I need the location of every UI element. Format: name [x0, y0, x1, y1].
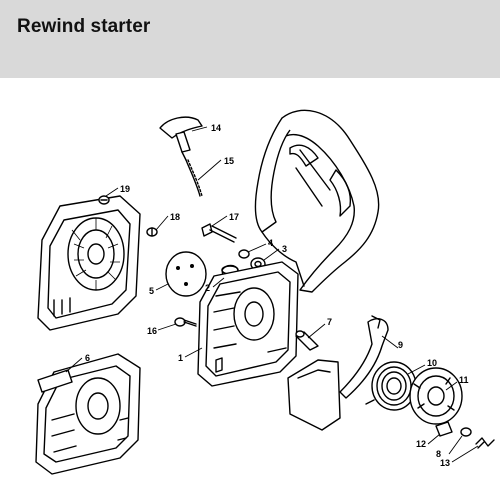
callout-10: 10	[427, 358, 437, 368]
washer-8	[460, 427, 472, 437]
callout-19: 19	[120, 184, 130, 194]
page-header: Rewind starter	[0, 0, 500, 78]
callout-14: 14	[211, 123, 221, 133]
rewind-spring-10	[365, 361, 417, 411]
fan-housing	[37, 195, 141, 331]
callout-17: 17	[229, 212, 239, 222]
screw-16	[174, 317, 197, 327]
screw-18	[146, 227, 158, 237]
callout-2: 2	[205, 283, 210, 293]
spring-clip-13	[475, 437, 495, 449]
callout-13: 13	[440, 458, 450, 468]
callout-8: 8	[436, 449, 441, 459]
hand-guard	[254, 109, 380, 293]
callout-3: 3	[282, 244, 287, 254]
callout-7: 7	[327, 317, 332, 327]
callout-6: 6	[85, 353, 90, 363]
callout-1: 1	[178, 353, 183, 363]
callout-labels: 14 15 19 18 17 4 3 5 2 16 7 9 1 6 10 11 …	[85, 123, 469, 468]
pawl-12	[435, 421, 453, 437]
fan-housing-lower	[35, 353, 141, 475]
page-title: Rewind starter	[17, 16, 151, 37]
callout-5: 5	[149, 286, 154, 296]
callout-9: 9	[398, 340, 403, 350]
guide-9	[287, 315, 389, 431]
plate-5	[165, 251, 207, 297]
parts-diagram: 14 15 19 18 17 4 3 5 2 16 7 9 1 6 10 11 …	[0, 78, 500, 497]
pin-7	[295, 330, 319, 351]
decal-6	[37, 369, 73, 393]
washer-4	[238, 249, 250, 259]
callout-4: 4	[268, 238, 273, 248]
bolt-17	[201, 223, 237, 243]
fan-housing-main	[197, 261, 299, 387]
callout-15: 15	[224, 156, 234, 166]
screw-19	[98, 195, 110, 205]
callout-11: 11	[459, 375, 469, 385]
callout-18: 18	[170, 212, 180, 222]
callout-12: 12	[416, 439, 426, 449]
rope-rotor-11	[409, 367, 463, 425]
starter-grip	[159, 116, 203, 197]
leader-lines	[65, 126, 479, 463]
callout-16: 16	[147, 326, 157, 336]
